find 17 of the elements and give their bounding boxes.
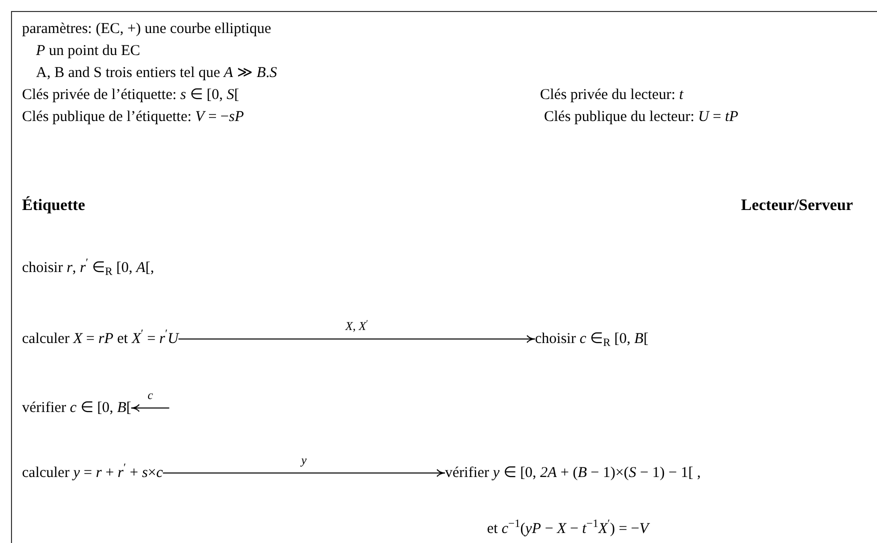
text-line: paramètres: (EC, +) une courbe elliptique — [22, 20, 272, 39]
text-line: P un point du EC — [36, 42, 140, 61]
text-line: A, B and S trois entiers tel que A ≫ B.S — [36, 64, 277, 83]
protocol-step: calculer y = r + r$^{′}$ + s×c — [22, 462, 163, 484]
protocol-step: vérifier y ∈ [0, 2A + (B − 1)×(S − 1) − 1[ , — [445, 462, 701, 484]
text-line: Clés publique du lecteur: U = tP — [544, 108, 738, 127]
protocol-step: choisir c ∈$_{R}$ [0, B[ — [535, 328, 648, 350]
edge-label: X, X$^{′}$ — [344, 319, 370, 333]
protocol-step: calculer X = rP et X$^{′}$ = r$^{′}$U — [22, 328, 178, 350]
party-heading: Étiquette — [22, 195, 86, 216]
text-line: Clés privée de l’étiquette: s ∈ [0, S[ — [22, 86, 240, 105]
party-heading: Lecteur/Serveur — [741, 196, 853, 216]
text-line: choisir r, r$^{′}$ ∈$_{R}$ [0, A[, — [22, 257, 154, 279]
text-line: et c$^{−1}$(yP − X − t$^{−1}$X$^{′}$) = −V — [487, 518, 649, 539]
text-line: Clés publique de l’étiquette: V = −sP — [22, 108, 244, 127]
text-line: Clés privée du lecteur: t — [540, 86, 684, 105]
protocol-step: vérifier c ∈ [0, B[ — [22, 397, 132, 419]
